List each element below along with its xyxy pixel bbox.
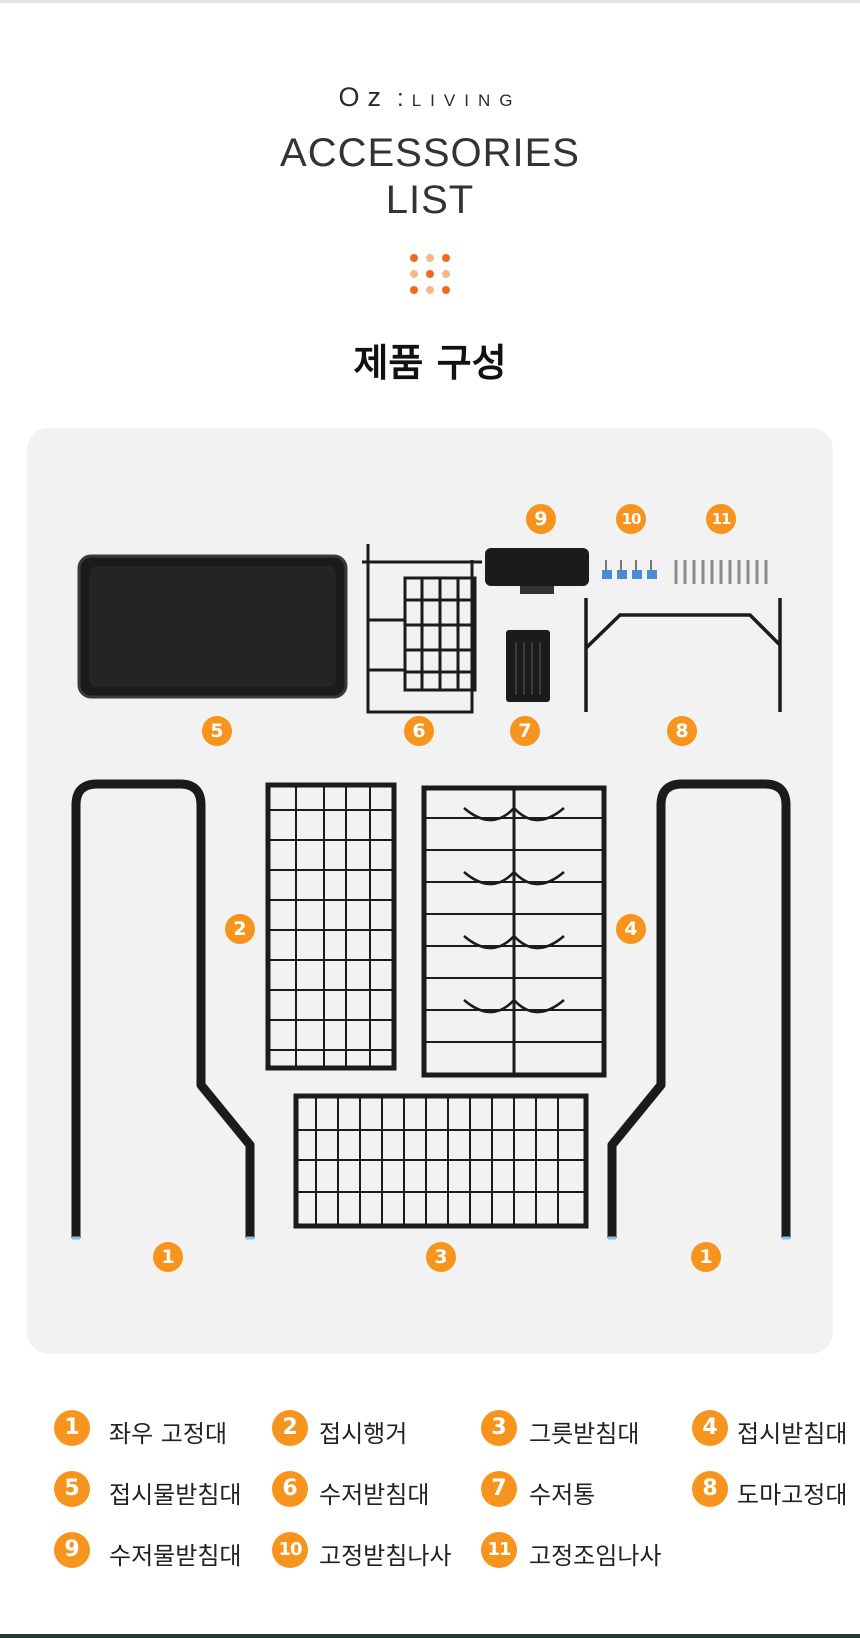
dot [442, 270, 450, 278]
plate-rack-part [421, 785, 607, 1078]
brand-colon: : [397, 85, 404, 112]
side-frame-right-part [607, 779, 791, 1238]
drip-tray-part [77, 554, 348, 699]
image-badge-9: 9 [526, 504, 556, 534]
tightening-screws-part [674, 560, 768, 584]
image-badge-1-right: 1 [691, 1242, 721, 1272]
cutlery-cup-part [506, 630, 550, 702]
dot [410, 254, 418, 262]
image-badge-5: 5 [202, 716, 232, 746]
legend-label: 접시물받침대 [109, 1481, 242, 1509]
legend-label: 접시받침대 [737, 1420, 848, 1448]
dot [410, 286, 418, 294]
page-title-line1: ACCESSORIES [280, 131, 580, 175]
product-parts-illustration [71, 544, 791, 1240]
legend-number-badge: 3 [481, 1410, 517, 1446]
decorative-dots [410, 254, 454, 298]
legend-number-badge: 5 [54, 1471, 90, 1507]
image-badge-6: 6 [404, 716, 434, 746]
image-badge-2: 2 [225, 914, 255, 944]
legend-label: 수저통 [529, 1481, 596, 1509]
dot [426, 286, 434, 294]
side-frame-left-part [71, 779, 255, 1238]
top-divider [0, 0, 860, 3]
section-subtitle: 제품 구성 [353, 341, 507, 385]
image-badge-8: 8 [667, 716, 697, 746]
legend-label: 도마고정대 [737, 1481, 848, 1509]
legend-label: 수저물받침대 [109, 1542, 242, 1570]
bottom-divider [0, 1634, 860, 1638]
dot [426, 254, 434, 262]
base-screws-part [602, 560, 657, 579]
legend-label: 좌우 고정대 [109, 1420, 228, 1448]
cutting-board-holder-part [584, 598, 782, 712]
legend-number-badge: 4 [692, 1410, 728, 1446]
legend-label: 그릇받침대 [529, 1420, 640, 1448]
image-badge-4: 4 [616, 914, 646, 944]
page-title: ACCESSORIES LIST [0, 130, 860, 224]
image-badge-1-left: 1 [153, 1242, 183, 1272]
legend-number-badge: 7 [481, 1471, 517, 1507]
brand-logo: Oz: LIVING [0, 82, 860, 113]
legend-number-badge: 9 [54, 1532, 90, 1568]
image-badge-3: 3 [426, 1242, 456, 1272]
brand-living: LIVING [411, 91, 522, 110]
legend-label: 고정조임나사 [529, 1542, 662, 1570]
legend-number-badge: 10 [272, 1532, 308, 1568]
cutlery-rack-part [362, 544, 482, 714]
page-title-line2: LIST [385, 178, 475, 222]
image-badge-7: 7 [510, 716, 540, 746]
image-badge-11: 11 [706, 504, 736, 534]
legend-label: 고정받침나사 [319, 1542, 452, 1570]
dot [410, 270, 418, 278]
legend-number-badge: 1 [54, 1410, 90, 1446]
image-badge-10: 10 [616, 504, 646, 534]
legend-number-badge: 6 [272, 1471, 308, 1507]
cutlery-drip-tray-part [485, 548, 589, 594]
legend-number-badge: 11 [481, 1532, 517, 1568]
dot [442, 254, 450, 262]
brand-oz: Oz [338, 82, 390, 112]
dot [442, 286, 450, 294]
legend-number-badge: 8 [692, 1471, 728, 1507]
legend-number-badge: 2 [272, 1410, 308, 1446]
dot [426, 270, 434, 278]
dish-hanger-part [265, 782, 397, 1071]
legend-label: 접시행거 [319, 1420, 408, 1448]
legend-label: 수저받침대 [319, 1481, 430, 1509]
bowl-rack-part [293, 1093, 589, 1229]
